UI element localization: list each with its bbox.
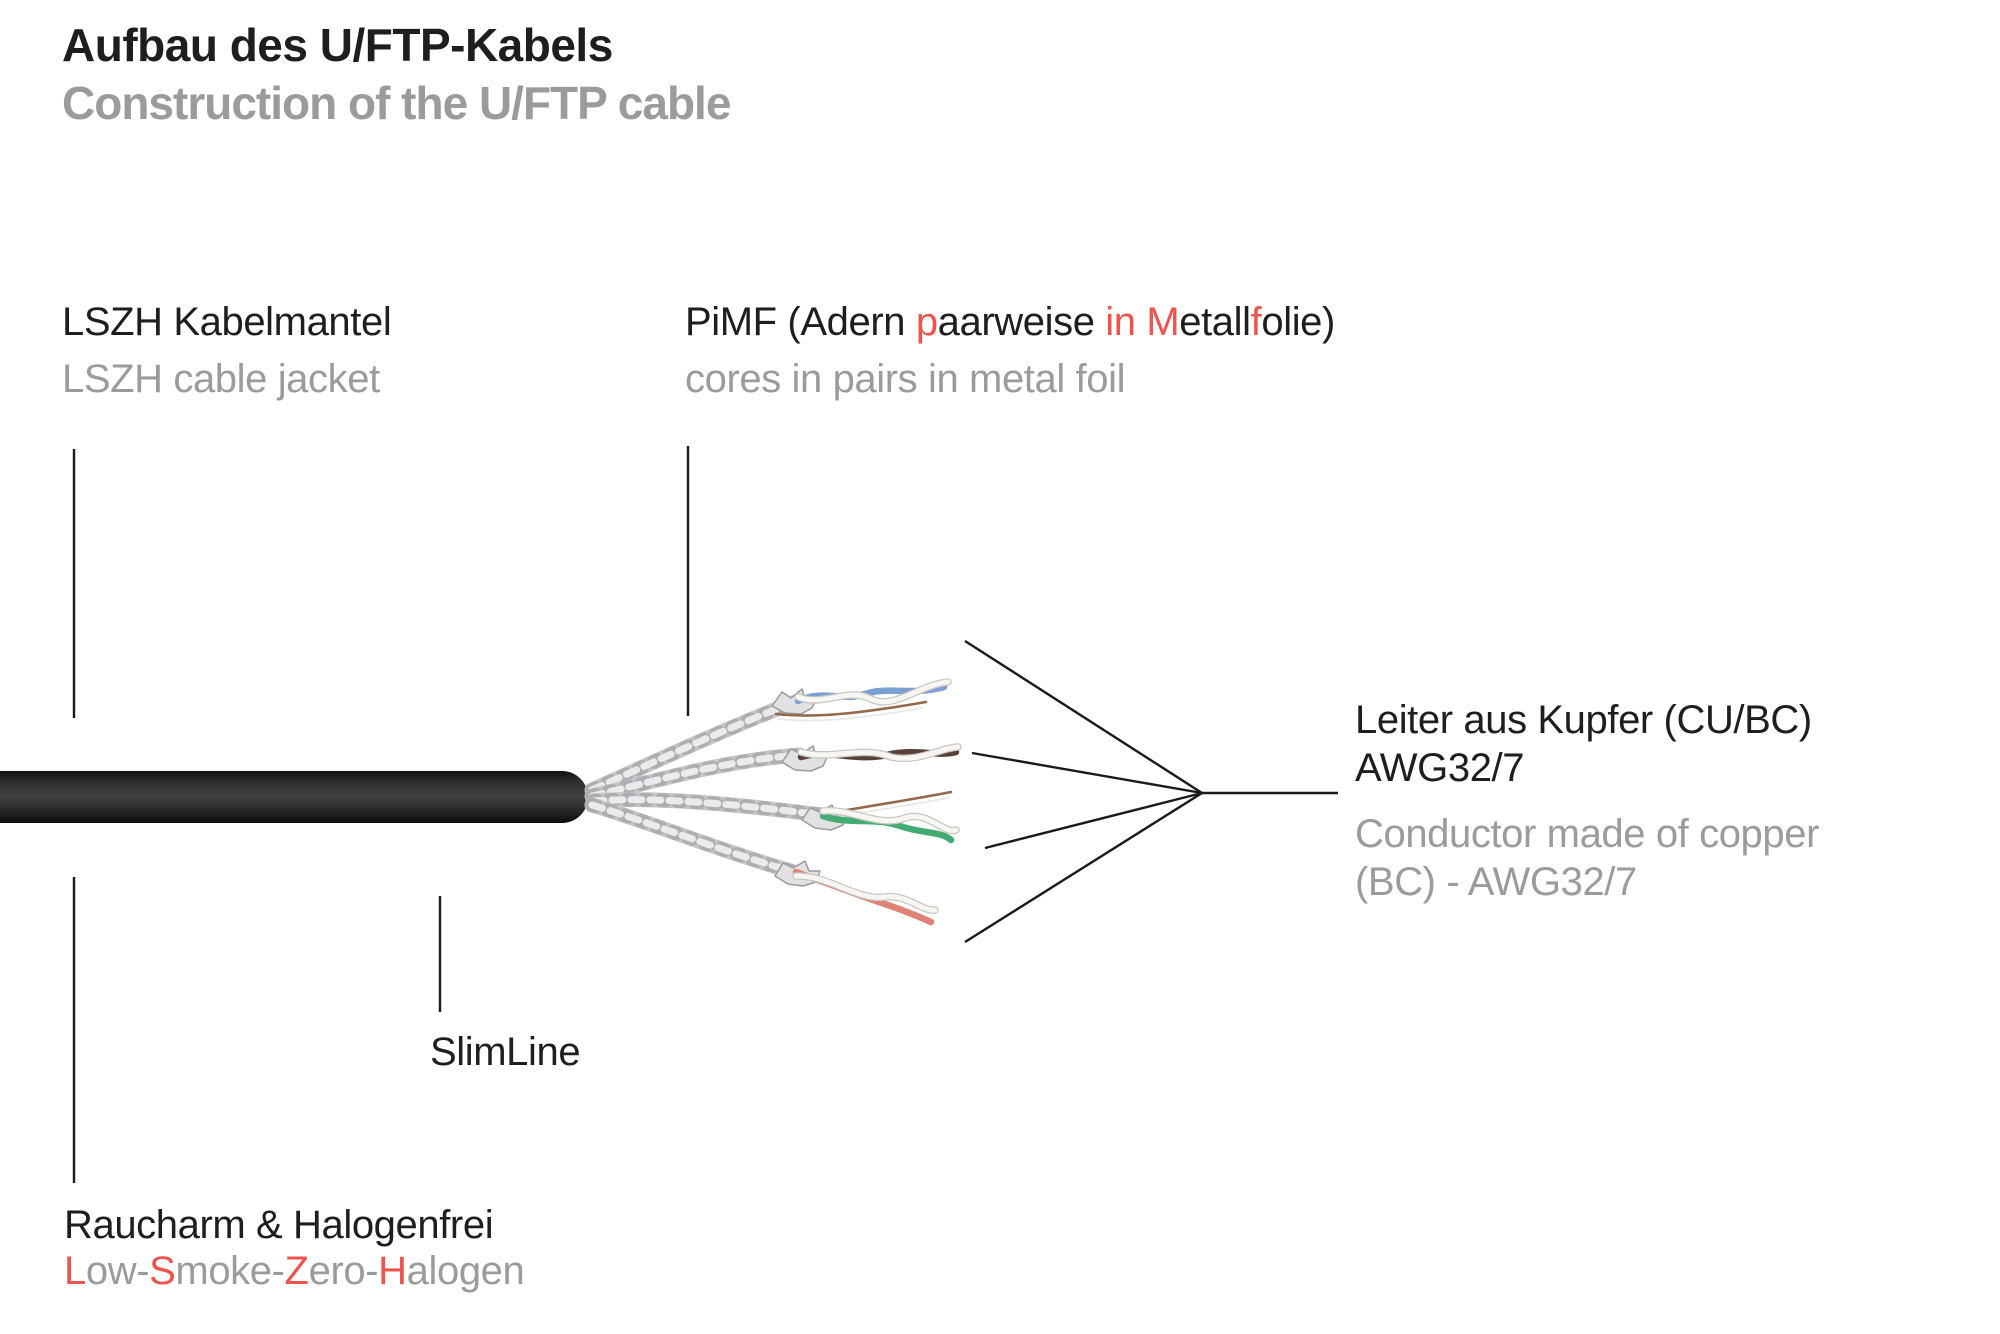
conductor-label-en-line2: (BC) - AWG32/7 xyxy=(1355,860,1637,904)
page-subtitle: Construction of the U/FTP cable xyxy=(62,77,731,129)
drain-wire-white-top xyxy=(777,707,923,722)
lszh-jacket-label-en: LSZH cable jacket xyxy=(62,357,380,401)
callout-lszh-jacket: LSZH Kabelmantel LSZH cable jacket xyxy=(62,294,392,408)
wire-white-green-pair xyxy=(820,808,959,834)
callout-conductor: Leiter aus Kupfer (CU/BC) AWG32/7 Conduc… xyxy=(1355,696,1819,906)
conductor-label-de-line1: Leiter aus Kupfer (CU/BC) xyxy=(1355,698,1812,742)
wire-white-salmon-pair xyxy=(793,873,938,913)
pimf-label-en: cores in pairs in metal foil xyxy=(685,357,1126,401)
halogen-label-de: Raucharm & Halogenfrei xyxy=(64,1203,494,1247)
halogen-label-en: Low-Smoke-Zero-Halogen xyxy=(64,1249,525,1293)
callout-slimline: SlimLine xyxy=(430,1024,581,1081)
pointer-line-conductor-1 xyxy=(964,639,1203,795)
callout-halogen-free: Raucharm & Halogenfrei Low-Smoke-Zero-Ha… xyxy=(64,1202,525,1294)
pimf-label-de: PiMF (Adern paarweise in Metallfolie) xyxy=(685,300,1335,344)
conductor-label-de-line2: AWG32/7 xyxy=(1355,746,1525,790)
drain-wire-copper-top xyxy=(774,700,928,717)
lszh-jacket-label-de: LSZH Kabelmantel xyxy=(62,300,392,344)
foil-pair-top xyxy=(584,695,800,798)
conductor-label-en: Conductor made of copper (BC) - AWG32/7 xyxy=(1355,810,1819,906)
slimline-label: SlimLine xyxy=(430,1030,581,1074)
wire-white-blue-pair xyxy=(795,679,951,705)
pointer-line-conductor-2 xyxy=(971,751,1203,795)
foil-pair-bottom xyxy=(584,797,802,880)
pointer-line-conductor-3 xyxy=(984,791,1203,850)
cable-jacket-image xyxy=(0,771,588,823)
page-title: Aufbau des U/FTP-Kabels xyxy=(62,19,613,71)
foil-pair-upper-middle xyxy=(584,747,808,804)
drain-wire-copper-green xyxy=(833,790,953,814)
foil-pair-lower-middle xyxy=(585,792,830,823)
conductor-label-de: Leiter aus Kupfer (CU/BC) AWG32/7 xyxy=(1355,696,1819,792)
pointer-line-conductor-4 xyxy=(964,791,1203,944)
wire-white-brown-pair xyxy=(798,744,961,761)
wire-green xyxy=(819,812,955,844)
callout-pimf: PiMF (Adern paarweise in Metallfolie) co… xyxy=(685,294,1335,408)
conductor-label-en-line1: Conductor made of copper xyxy=(1355,812,1820,856)
